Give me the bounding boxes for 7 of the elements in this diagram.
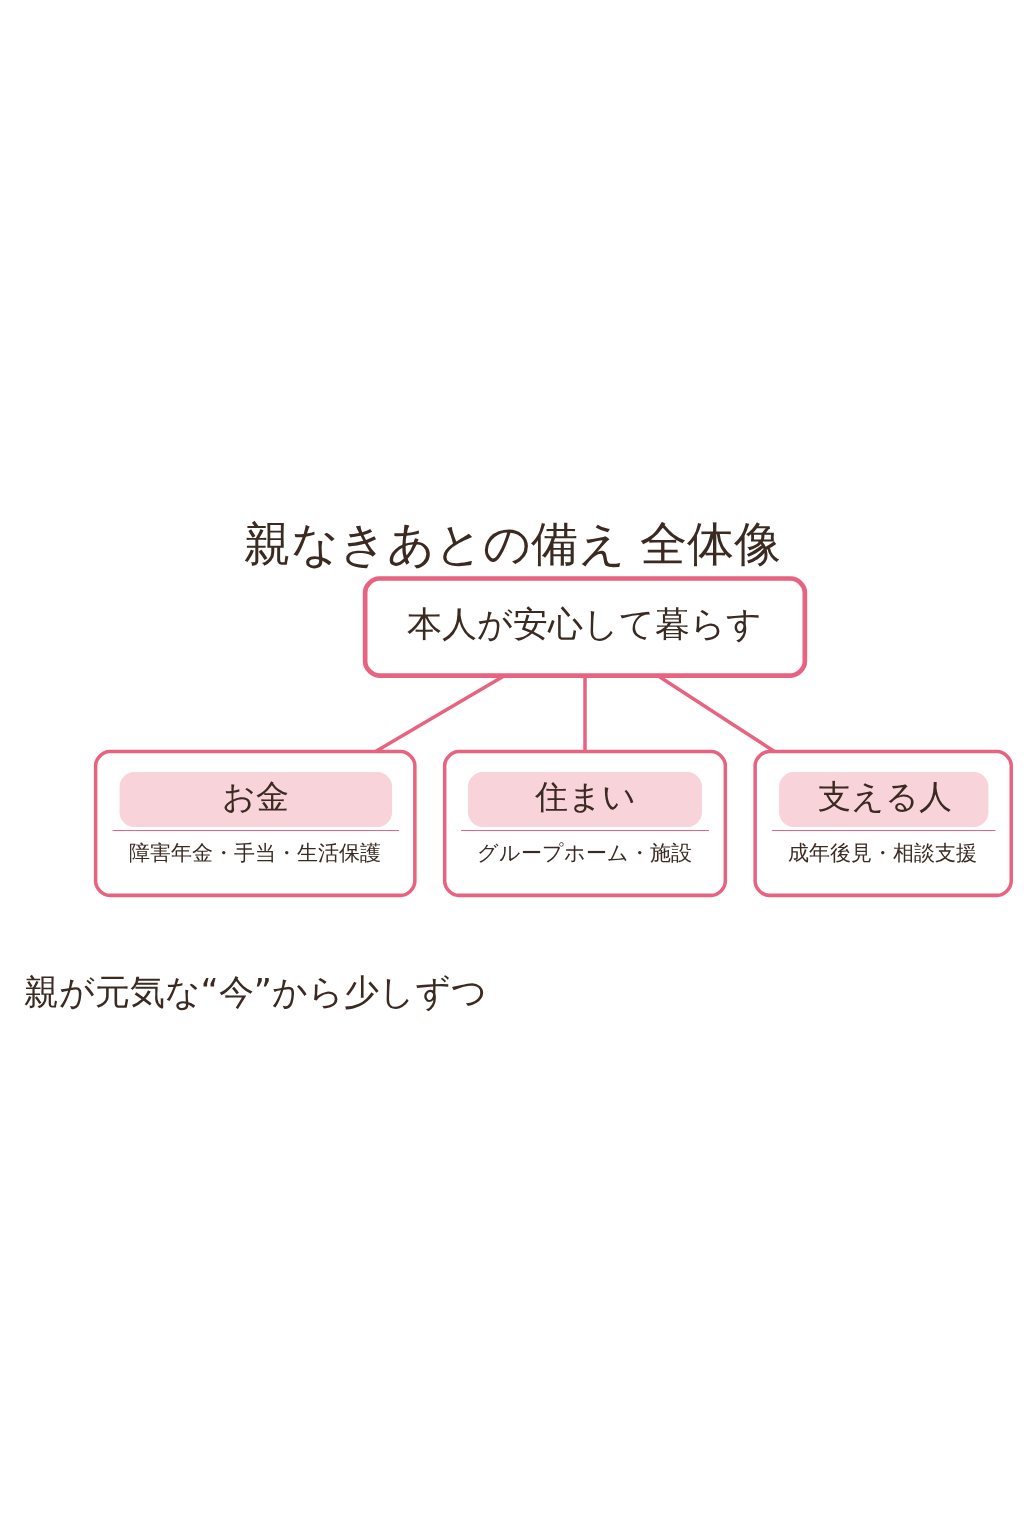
node-box: 支える人 成年後見・相談支援 <box>752 749 1013 897</box>
diagram-title: 親なきあとの備え 全体像 <box>243 516 781 571</box>
node-box: 本人が安心して暮らす <box>362 575 807 678</box>
node-box: お金 障害年金・手当・生活保護 <box>93 749 417 897</box>
node-box: 住まい グループホーム・施設 <box>442 749 727 897</box>
connector <box>582 675 587 751</box>
caption: 親が元気な“今”から少しずつ <box>23 970 487 1012</box>
